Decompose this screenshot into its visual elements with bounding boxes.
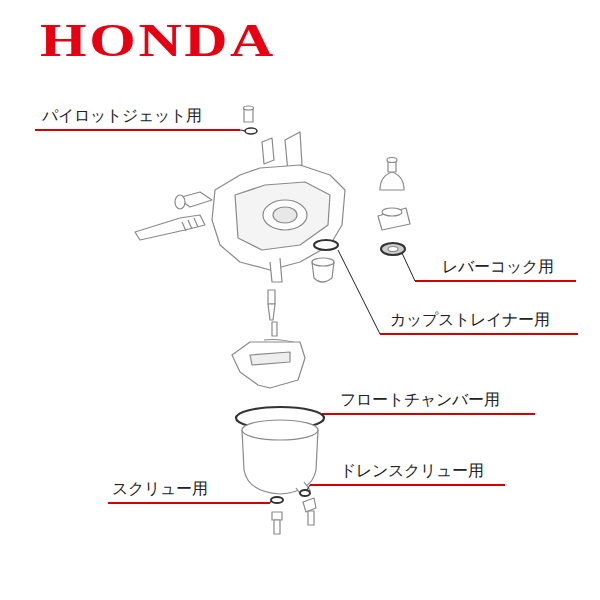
part-label: パイロットジェット用 [40, 106, 204, 126]
part-label: カップストレイナー用 [388, 310, 552, 330]
part-label: レバーコック用 [440, 257, 556, 277]
part-label: フロートチャンバー用 [338, 390, 502, 410]
brand-logo: HONDA [40, 16, 276, 66]
part-label: ドレンスクリュー用 [338, 461, 486, 481]
part-label: スクリュー用 [110, 479, 210, 499]
